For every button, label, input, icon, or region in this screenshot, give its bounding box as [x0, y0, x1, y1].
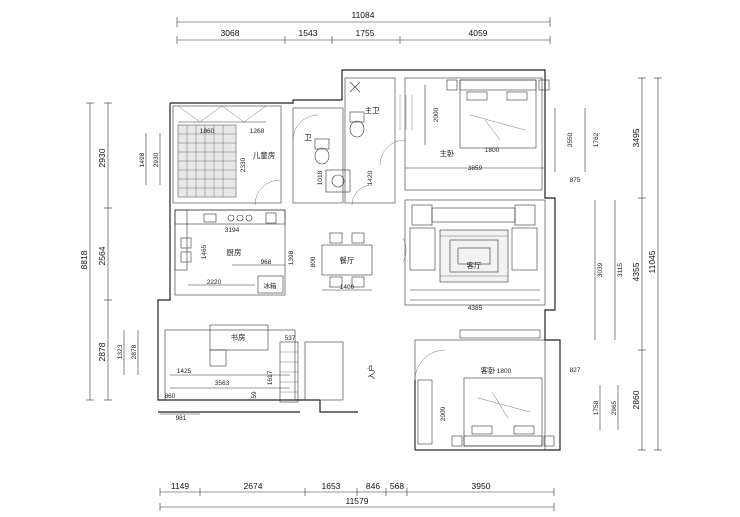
left-total-dim: 8818: [79, 250, 89, 269]
child-dim-2330: 2330: [240, 157, 247, 172]
kitchen-dim-2220: 2220: [207, 279, 222, 286]
fridge-label: 冰箱: [264, 281, 278, 290]
top-seg-1: 3068: [221, 28, 240, 38]
study-dim-59: 59: [251, 391, 258, 399]
master-dim-3859: 3859: [468, 165, 483, 172]
left-dimension-chain: 8818 2930 2564 2878: [79, 102, 112, 401]
study-dim-3563: 3563: [215, 380, 230, 387]
top-seg-4: 4059: [469, 28, 488, 38]
entrance-label: 入户: [366, 365, 376, 380]
master-dim-1762: 1762: [593, 132, 600, 147]
kitchen-label: 厨房: [227, 247, 242, 257]
door-swings: [254, 114, 407, 263]
dining-label: 餐厅: [340, 256, 355, 265]
bottom-seg-4: 846: [366, 481, 380, 491]
right-dimension-chain: 3495 4355 2860 11045: [631, 77, 662, 451]
master-bedroom-label: 主卧: [440, 148, 455, 158]
child-dim-2930: 2930: [153, 152, 160, 167]
study-dim-2878: 2878: [131, 344, 138, 359]
study-dim-1425: 1425: [177, 368, 192, 375]
guest-bath-label: 卫: [304, 133, 312, 142]
study-dim-1617: 1617: [267, 370, 274, 385]
bath-dim-1018: 1018: [317, 170, 324, 185]
living-room: 4385 客厅 3039 3115: [404, 199, 624, 340]
guest-dim-2965: 2965: [611, 400, 618, 415]
study-room: 书房 1425 3563 860 981 1323 2878 1617 59 5…: [117, 324, 376, 422]
bathrooms: 卫 主卫 1018 1420: [292, 77, 413, 204]
right-seg-2: 4355: [631, 262, 641, 281]
guest-dim-1758: 1758: [593, 400, 600, 415]
child-dim-1860: 1860: [200, 128, 215, 135]
study-dim-1323: 1323: [117, 344, 124, 359]
master-dim-1800: 1800: [485, 147, 500, 154]
top-seg-2: 1543: [299, 28, 318, 38]
dining-dim-800: 800: [310, 256, 317, 267]
master-dim-2000: 2000: [433, 107, 440, 122]
left-seg-2: 2564: [97, 246, 107, 265]
master-bedroom: 2000 1800 主卧 3859 3550 1762 875: [404, 77, 600, 191]
bottom-total-dim: 11579: [345, 496, 368, 506]
top-total-dim: 11084: [351, 10, 374, 20]
bath-dim-1420: 1420: [367, 170, 374, 185]
guest-bedroom: 客卧 1800 2000 827 1758 2965: [414, 329, 619, 451]
kitchen-dim-1398: 1398: [288, 250, 295, 265]
study-dim-860: 860: [165, 393, 176, 400]
study-label: 书房: [231, 332, 246, 342]
bottom-seg-6: 3950: [472, 481, 491, 491]
living-dim-4385: 4385: [468, 305, 483, 312]
dining-dim-1400: 1400: [340, 284, 355, 291]
bottom-seg-3: 1653: [322, 481, 341, 491]
study-dim-981: 981: [176, 415, 187, 422]
master-bath-label: 主卫: [365, 105, 380, 115]
kitchen: 3194 1465 厨房 968 2220 冰箱 1398: [174, 209, 295, 296]
child-dim-1268: 1268: [250, 128, 265, 135]
top-seg-3: 1755: [356, 28, 375, 38]
master-dim-3550: 3550: [567, 132, 574, 147]
child-room-floor-grid: [177, 124, 237, 198]
bottom-dimension-chain: 1149 2674 1653 846 568 3950 11579: [159, 481, 555, 511]
guest-bedroom-label: 客卧: [481, 365, 496, 375]
dining-area: 餐厅 800 1400: [310, 232, 373, 291]
guest-dim-827: 827: [570, 367, 581, 374]
child-room: 1860 1268 2330 儿童房 1498 2930: [139, 105, 282, 204]
left-seg-1: 2930: [97, 148, 107, 167]
living-room-label: 客厅: [467, 260, 482, 270]
living-dim-3115: 3115: [617, 263, 624, 277]
master-dim-875: 875: [570, 177, 581, 184]
child-room-label: 儿童房: [253, 150, 276, 160]
living-dim-3039: 3039: [597, 262, 604, 277]
kitchen-dim-968: 968: [261, 259, 272, 266]
right-seg-3: 2860: [631, 390, 641, 409]
child-dim-1498: 1498: [139, 152, 146, 167]
left-seg-3: 2878: [97, 342, 107, 361]
guest-dim-1800: 1800: [497, 368, 512, 375]
shoe-dim-537: 537: [285, 335, 296, 342]
bottom-seg-5: 568: [390, 481, 404, 491]
kitchen-dim-1465: 1465: [201, 244, 208, 259]
right-seg-1: 3495: [631, 128, 641, 147]
right-total-dim: 11045: [647, 250, 657, 273]
top-dimension-chain: 11084 3068 1543 1755 4059: [176, 10, 551, 44]
guest-dim-2000: 2000: [440, 406, 447, 421]
kitchen-dim-3194: 3194: [225, 227, 240, 234]
bottom-seg-1: 1149: [171, 481, 190, 491]
bottom-seg-2: 2674: [244, 481, 263, 491]
